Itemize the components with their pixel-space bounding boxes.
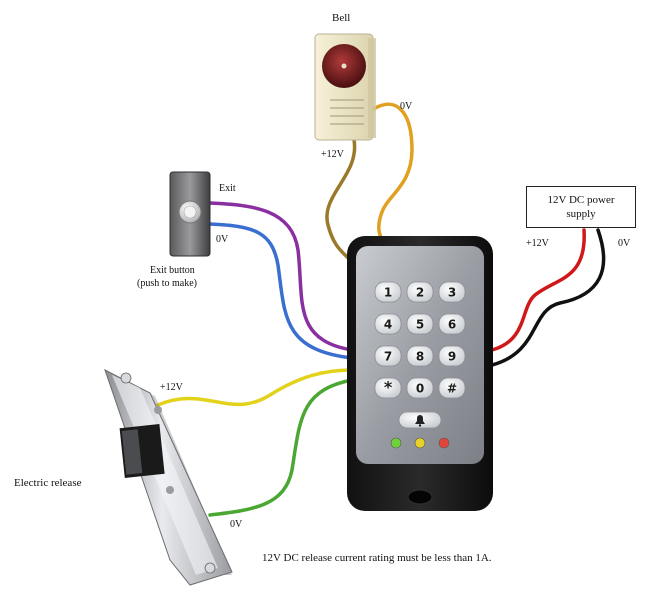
keypad-key-4[interactable]: 4 [374, 313, 402, 335]
bell-label: Bell [332, 12, 351, 24]
keypad-key-7[interactable]: 7 [374, 345, 402, 367]
keypad-key-label: 8 [416, 350, 424, 364]
keypad-key-0[interactable]: 0 [406, 377, 434, 399]
keypad-key-1[interactable]: 1 [374, 281, 402, 303]
bell-0v-label: 0V [400, 101, 413, 112]
bell-device [314, 33, 376, 141]
keypad-key-label: 1 [384, 286, 392, 300]
keypad-keys: 1 2 3 4 5 6 7 8 9 * 0 # [374, 281, 466, 399]
led-yellow [414, 437, 426, 449]
keypad-key-8[interactable]: 8 [406, 345, 434, 367]
wire-exit [208, 201, 354, 352]
electric-release-device [104, 368, 233, 586]
keypad-key-label: 9 [448, 350, 456, 364]
wire-psu-12v [490, 228, 586, 352]
keypad-key-star[interactable]: * [374, 378, 402, 399]
keypad-key-3[interactable]: 3 [438, 281, 466, 303]
exit-0v-label: 0V [216, 234, 229, 245]
exit-button-device [169, 171, 211, 257]
wire-bell-12v [325, 138, 357, 264]
electric-release-label: Electric release [14, 477, 82, 489]
psu-label-line1: 12V DC power [547, 194, 615, 206]
keypad-key-label: 4 [384, 318, 392, 332]
psu-label-line2: supply [566, 208, 596, 220]
keypad-key-label: * [384, 378, 393, 397]
led-red [438, 437, 450, 449]
led-green [390, 437, 402, 449]
wire-release-0v [208, 378, 354, 517]
release-current-note: 12V DC release current rating must be le… [262, 552, 492, 564]
exit-button-label: Exit button [150, 265, 195, 276]
wire-psu-0v [490, 228, 606, 367]
keypad-key-label: 5 [416, 318, 424, 332]
wire-bell-0v [370, 102, 414, 244]
bell-12v-label: +12V [321, 149, 344, 160]
wire-exit-0v [208, 222, 354, 360]
keypad-key-label: 6 [448, 318, 456, 332]
psu-0v-label: 0V [618, 238, 631, 249]
psu-12v-label: +12V [526, 238, 549, 249]
keypad-key-9[interactable]: 9 [438, 345, 466, 367]
exit-label: Exit [219, 183, 236, 194]
keypad-key-6[interactable]: 6 [438, 313, 466, 335]
keypad-key-label: 2 [416, 286, 424, 300]
exit-button-sublabel: (push to make) [137, 278, 197, 289]
keypad-key-label: 3 [448, 286, 456, 300]
release-12v-label: +12V [160, 382, 183, 393]
keypad-key-2[interactable]: 2 [406, 281, 434, 303]
wires [156, 102, 606, 517]
wire-release-12v [156, 368, 354, 407]
power-supply-box: 12V DC power supply [526, 186, 636, 228]
keypad-key-hash[interactable]: # [438, 377, 466, 399]
keypad-key-label: # [447, 382, 457, 396]
keypad-device: 1 2 3 4 5 6 7 8 9 * 0 # [347, 236, 493, 511]
keypad-key-5[interactable]: 5 [406, 313, 434, 335]
keypad-key-label: 7 [384, 350, 392, 364]
release-0v-label: 0V [230, 519, 243, 530]
bell-icon [415, 415, 425, 424]
keypad-key-label: 0 [416, 382, 424, 396]
